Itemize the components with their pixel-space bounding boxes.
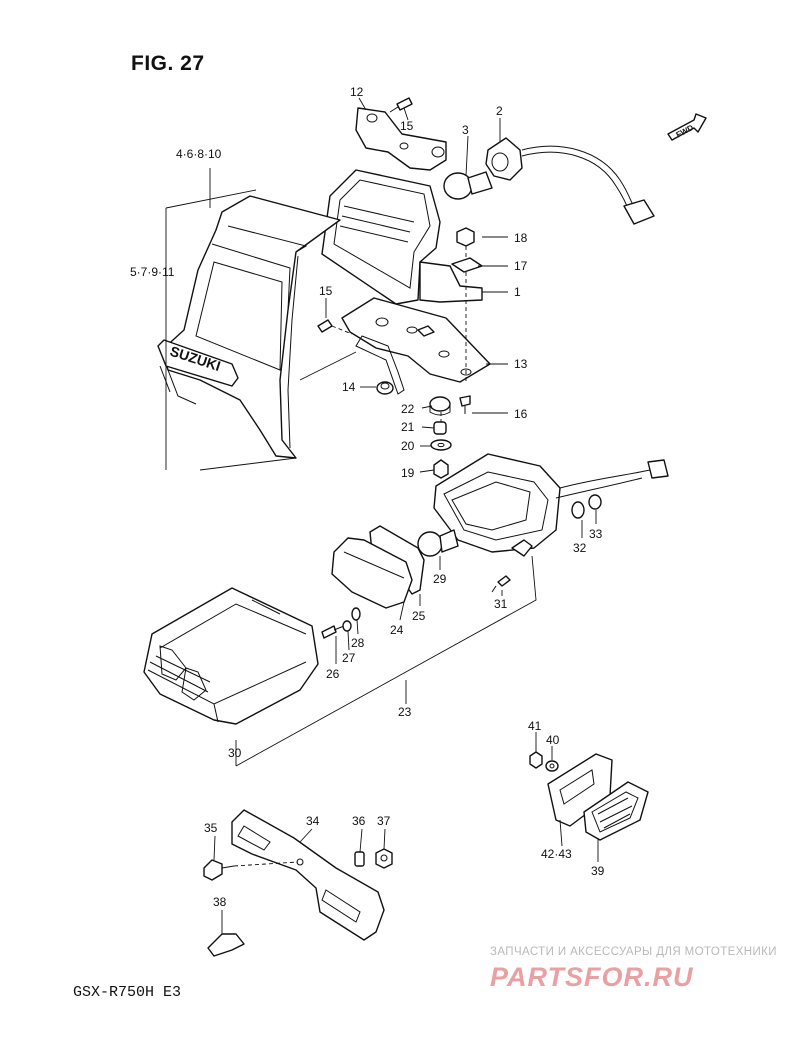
lens-24 (331, 537, 413, 609)
nut-37 (375, 848, 393, 869)
leader-lines (213, 97, 599, 934)
grommet-33 (588, 494, 602, 510)
callout-13: 13 (514, 357, 528, 371)
bolt-15-top (389, 97, 413, 113)
callout-35: 35 (204, 821, 218, 835)
callout-20: 20 (401, 439, 415, 453)
callout-39: 39 (591, 864, 605, 878)
washer-27 (342, 620, 352, 632)
callout-40: 40 (546, 733, 560, 747)
tail-lens-30 (143, 587, 319, 725)
callout-22: 22 (401, 402, 415, 416)
callout-15-lower: 15 (319, 284, 333, 298)
model-code: GSX-R750H E3 (73, 984, 182, 1001)
callout-26: 26 (326, 667, 340, 681)
callout-36: 36 (352, 814, 366, 828)
callout-32: 32 (573, 541, 587, 555)
figure-title: FIG. 27 (131, 52, 205, 75)
bolt-15-lower (317, 319, 333, 333)
plug-38 (207, 933, 245, 957)
tail-light-housing-1 (321, 169, 483, 305)
callout-4-10: 4·6·8·10 (176, 147, 222, 161)
callout-30: 30 (228, 746, 242, 760)
watermark-brand: PARTSFOR.RU (490, 962, 694, 992)
collar-21 (433, 421, 447, 435)
callout-5-11: 5·7·9·11 (130, 265, 175, 279)
screw-26 (321, 625, 345, 639)
bracket-plate-13 (341, 297, 491, 395)
callout-24: 24 (390, 623, 404, 637)
bracket-12 (355, 107, 447, 171)
license-bracket-34 (231, 809, 385, 941)
watermark-tagline: ЗАПЧАСТИ И АКСЕССУАРЫ ДЛЯ МОТОТЕХНИКИ (490, 946, 777, 958)
callout-33: 33 (589, 527, 603, 541)
grommet-22 (429, 396, 451, 416)
callout-labels: 12 15 3 2 4·6·8·10 5·7·9·11 18 17 1 15 1… (130, 85, 605, 909)
washer-20 (430, 439, 452, 451)
bolt-16 (459, 395, 471, 414)
reflector-39 (583, 781, 649, 841)
bolt-35 (203, 859, 235, 881)
bulb-3 (443, 171, 493, 200)
socket-wire-2 (485, 137, 655, 225)
callout-42-43: 42·43 (541, 847, 572, 861)
nut-18 (456, 227, 475, 247)
nut-41 (529, 751, 543, 769)
callout-14: 14 (342, 380, 356, 394)
callout-34: 34 (306, 814, 320, 828)
washer-17 (451, 257, 483, 273)
callout-37: 37 (377, 814, 391, 828)
washer-40 (545, 760, 559, 772)
callout-29: 29 (433, 572, 447, 586)
nut-14 (376, 381, 394, 395)
callout-16: 16 (514, 407, 528, 421)
callout-31: 31 (494, 597, 508, 611)
callout-3: 3 (462, 123, 469, 137)
callout-41: 41 (528, 719, 542, 733)
rear-cowl (157, 195, 341, 459)
callout-15-top: 15 (400, 119, 414, 133)
callout-21: 21 (401, 420, 415, 434)
grommet-32 (571, 501, 585, 519)
callout-38: 38 (213, 895, 227, 909)
callout-28: 28 (351, 636, 365, 650)
rear-housing-23 (433, 453, 669, 557)
callout-17: 17 (514, 259, 528, 273)
callout-18: 18 (514, 231, 528, 245)
callout-27: 27 (342, 651, 356, 665)
bulb-29 (417, 529, 459, 557)
collar-36 (354, 851, 365, 867)
washer-28 (351, 607, 361, 621)
nut-19 (433, 459, 449, 479)
callout-2: 2 (496, 104, 503, 118)
callout-25: 25 (412, 609, 426, 623)
screw-31 (491, 575, 511, 593)
callout-23: 23 (398, 705, 412, 719)
callout-12: 12 (350, 85, 364, 99)
callout-1: 1 (514, 285, 521, 299)
callout-19: 19 (401, 466, 415, 480)
fwd-arrow-icon (667, 113, 707, 141)
